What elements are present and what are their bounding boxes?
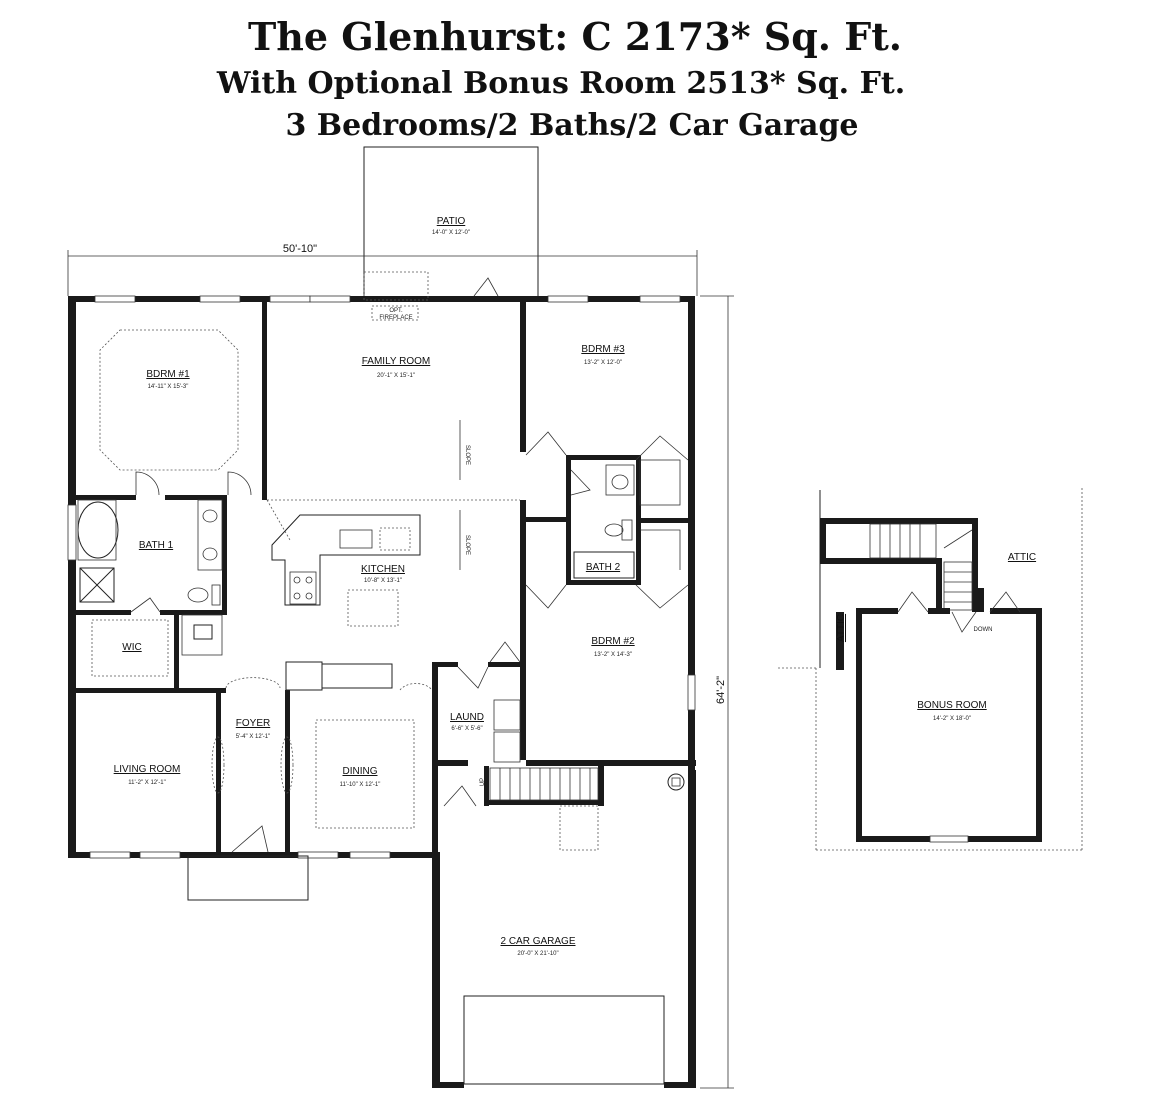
garage-size: 20'-0" X 21'-10"	[517, 951, 558, 957]
garage-label: 2 CAR GARAGE	[500, 936, 575, 947]
dining: DINING 11'-10" X 12'-1"	[315, 683, 433, 829]
living-size: 11'-2" X 12'-1"	[128, 780, 165, 786]
wic: WIC	[91, 597, 223, 677]
bonus-floor: DOWN BONUS ROOM 14'-2" X 18'-0" ATTIC AT…	[778, 488, 1083, 851]
slope-label-2: SLOPE	[464, 535, 470, 555]
foyer: FOYER 5'-4" X 12'-1"	[187, 677, 309, 901]
kitchen: KITCHEN 10'-8" X 13'-1"	[271, 514, 421, 691]
patio-size: 14'-0" X 12'-0"	[432, 230, 470, 236]
plan-summary: 3 Bedrooms/2 Baths/2 Car Garage	[285, 108, 859, 143]
laund-size: 6'-6" X 5'-6"	[451, 726, 482, 732]
attic-label-left: ATTIC	[836, 614, 847, 642]
laundry: LAUND 6'-6" X 5'-6"	[450, 641, 521, 763]
kitchen-size: 10'-8" X 13'-1"	[364, 578, 402, 584]
attic-label-right: ATTIC	[1008, 552, 1036, 563]
bdrm3-size: 13'-2" X 12'-0"	[584, 360, 622, 366]
garage: 2 CAR GARAGE 20'-0" X 21'-10"	[463, 773, 685, 1085]
stair-up-label: UP	[480, 778, 486, 786]
width-dimension: 50'-10"	[67, 243, 698, 296]
living-label: LIVING ROOM	[114, 764, 181, 775]
bath1-label: BATH 1	[139, 540, 174, 551]
bdrm2: BDRM #2 13'-2" X 14'-3"	[525, 584, 689, 658]
patio-label: PATIO	[437, 216, 466, 227]
bdrm1-label: BDRM #1	[146, 369, 190, 380]
bonus-label: BONUS ROOM	[917, 700, 986, 711]
bonus-down-label: DOWN	[974, 627, 993, 633]
exterior-walls	[68, 296, 696, 1088]
foyer-label: FOYER	[236, 718, 270, 729]
family-room: FAMILY ROOM 20'-1" X 15'-1" OPT. FIREPLA…	[266, 271, 520, 570]
depth-dimension: 64'-2"	[700, 295, 734, 1089]
garage-stairs: UP	[443, 767, 599, 851]
dining-size: 11'-10" X 12'-1"	[340, 782, 381, 788]
family-label: FAMILY ROOM	[362, 356, 431, 367]
bdrm1: BDRM #1 14'-11" X 15'-3"	[99, 329, 252, 496]
interior-walls	[76, 302, 696, 852]
patio: PATIO 14'-0" X 12'-0"	[363, 146, 539, 298]
bath2-label: BATH 2	[586, 562, 621, 573]
plan-title: The Glenhurst: C 2173* Sq. Ft.	[247, 14, 903, 59]
bath1: BATH 1	[77, 499, 223, 606]
laund-label: LAUND	[450, 712, 484, 723]
windows	[67, 295, 696, 859]
wic-label: WIC	[122, 642, 141, 653]
bonus-size: 14'-2" X 18'-0"	[933, 716, 971, 722]
living-room: LIVING ROOM 11'-2" X 12'-1"	[114, 764, 181, 786]
bdrm2-size: 13'-2" X 14'-3"	[594, 652, 632, 658]
depth-label: 64'-2"	[715, 676, 727, 704]
kitchen-label: KITCHEN	[361, 564, 405, 575]
foyer-size: 5'-4" X 12'-1"	[236, 734, 271, 740]
bath2: BATH 2	[570, 464, 681, 579]
plan-subtitle: With Optional Bonus Room 2513* Sq. Ft.	[216, 66, 906, 101]
fireplace-line2: FIREPLACE	[379, 315, 412, 321]
bdrm3: BDRM #3 13'-2" X 12'-0"	[525, 344, 689, 506]
dining-label: DINING	[343, 766, 378, 777]
bdrm2-label: BDRM #2	[591, 636, 635, 647]
family-size: 20'-1" X 15'-1"	[377, 373, 415, 379]
slope-label-1: SLOPE	[464, 445, 470, 465]
bdrm1-size: 14'-11" X 15'-3"	[148, 384, 189, 390]
width-label: 50'-10"	[283, 243, 317, 255]
bdrm3-label: BDRM #3	[581, 344, 625, 355]
fireplace-line1: OPT.	[389, 308, 403, 314]
